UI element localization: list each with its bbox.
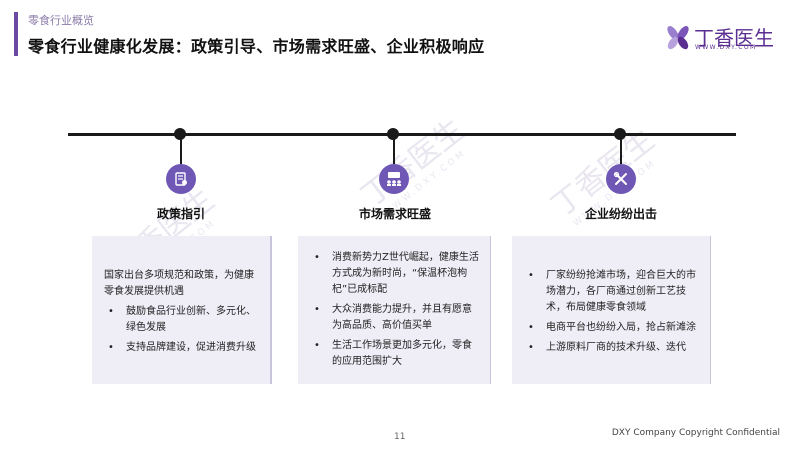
page-number: 11 <box>394 432 406 442</box>
copyright-text: DXY Company Copyright Confidential <box>611 428 780 438</box>
list-item: 电商平台也纷纷入局，抢占新滩涂 <box>524 320 700 336</box>
column-title-enterprise: 企业纷纷出击 <box>584 207 657 221</box>
watermark-text: 丁香医生 <box>354 112 472 214</box>
dxy-logo: 丁香医生 WWW.DXY.COM <box>664 24 794 54</box>
page-title: 零食行业健康化发展：政策引导、市场需求旺盛、企业积极响应 <box>28 37 485 56</box>
list-item: 支持品牌建设，促进消费升级 <box>104 340 260 356</box>
audience-screen-icon <box>379 164 409 194</box>
policy-document-icon <box>166 164 196 194</box>
timeline-dot <box>614 128 626 140</box>
card-bullet-list: 鼓励食品行业创新、多元化、绿色发展 支持品牌建设，促进消费升级 <box>104 304 260 356</box>
column-title-market: 市场需求旺盛 <box>358 207 431 221</box>
policy-card: 国家出台多项规范和政策，为健康零食发展提供机遇 鼓励食品行业创新、多元化、绿色发… <box>92 236 270 384</box>
timeline-stem <box>393 138 395 164</box>
tools-icon <box>606 164 636 194</box>
list-item: 生活工作场景更加多元化，零食的应用范围扩大 <box>310 338 480 370</box>
logo-name: 丁香医生 <box>694 26 774 50</box>
timeline-dot <box>387 128 399 140</box>
card-edge <box>269 236 272 384</box>
section-label: 零食行业概览 <box>28 14 94 27</box>
dxy-flower-icon <box>667 26 689 50</box>
card-bullet-list: 厂家纷纷抢滩市场，迎合巨大的市场潜力，各厂商通过创新工艺技术，布局健康零食领域 … <box>524 268 700 356</box>
market-card: 消费新势力Z世代崛起，健康生活方式成为新时尚，“保温杯泡枸杞”已成标配 大众消费… <box>298 236 490 384</box>
column-title-policy: 政策指引 <box>156 207 205 221</box>
list-item: 鼓励食品行业创新、多元化、绿色发展 <box>104 304 260 336</box>
timeline-stem <box>620 138 622 164</box>
logo-domain: WWW.DXY.COM <box>695 44 757 51</box>
enterprise-card: 厂家纷纷抢滩市场，迎合巨大的市场潜力，各厂商通过创新工艺技术，布局健康零食领域 … <box>512 236 710 384</box>
timeline-dot <box>174 128 186 140</box>
timeline-line <box>68 133 736 136</box>
timeline-stem <box>180 138 182 164</box>
card-intro: 国家出台多项规范和政策，为健康零食发展提供机遇 <box>104 270 254 297</box>
list-item: 上游原料厂商的技术升级、迭代 <box>524 340 700 356</box>
title-accent-bar <box>14 12 18 56</box>
card-bullet-list: 消费新势力Z世代崛起，健康生活方式成为新时尚，“保温杯泡枸杞”已成标配 大众消费… <box>310 250 480 370</box>
list-item: 厂家纷纷抢滩市场，迎合巨大的市场潜力，各厂商通过创新工艺技术，布局健康零食领域 <box>524 268 700 316</box>
list-item: 大众消费能力提升，并且有愿意为高品质、高价值买单 <box>310 302 480 334</box>
list-item: 消费新势力Z世代崛起，健康生活方式成为新时尚，“保温杯泡枸杞”已成标配 <box>310 250 480 298</box>
